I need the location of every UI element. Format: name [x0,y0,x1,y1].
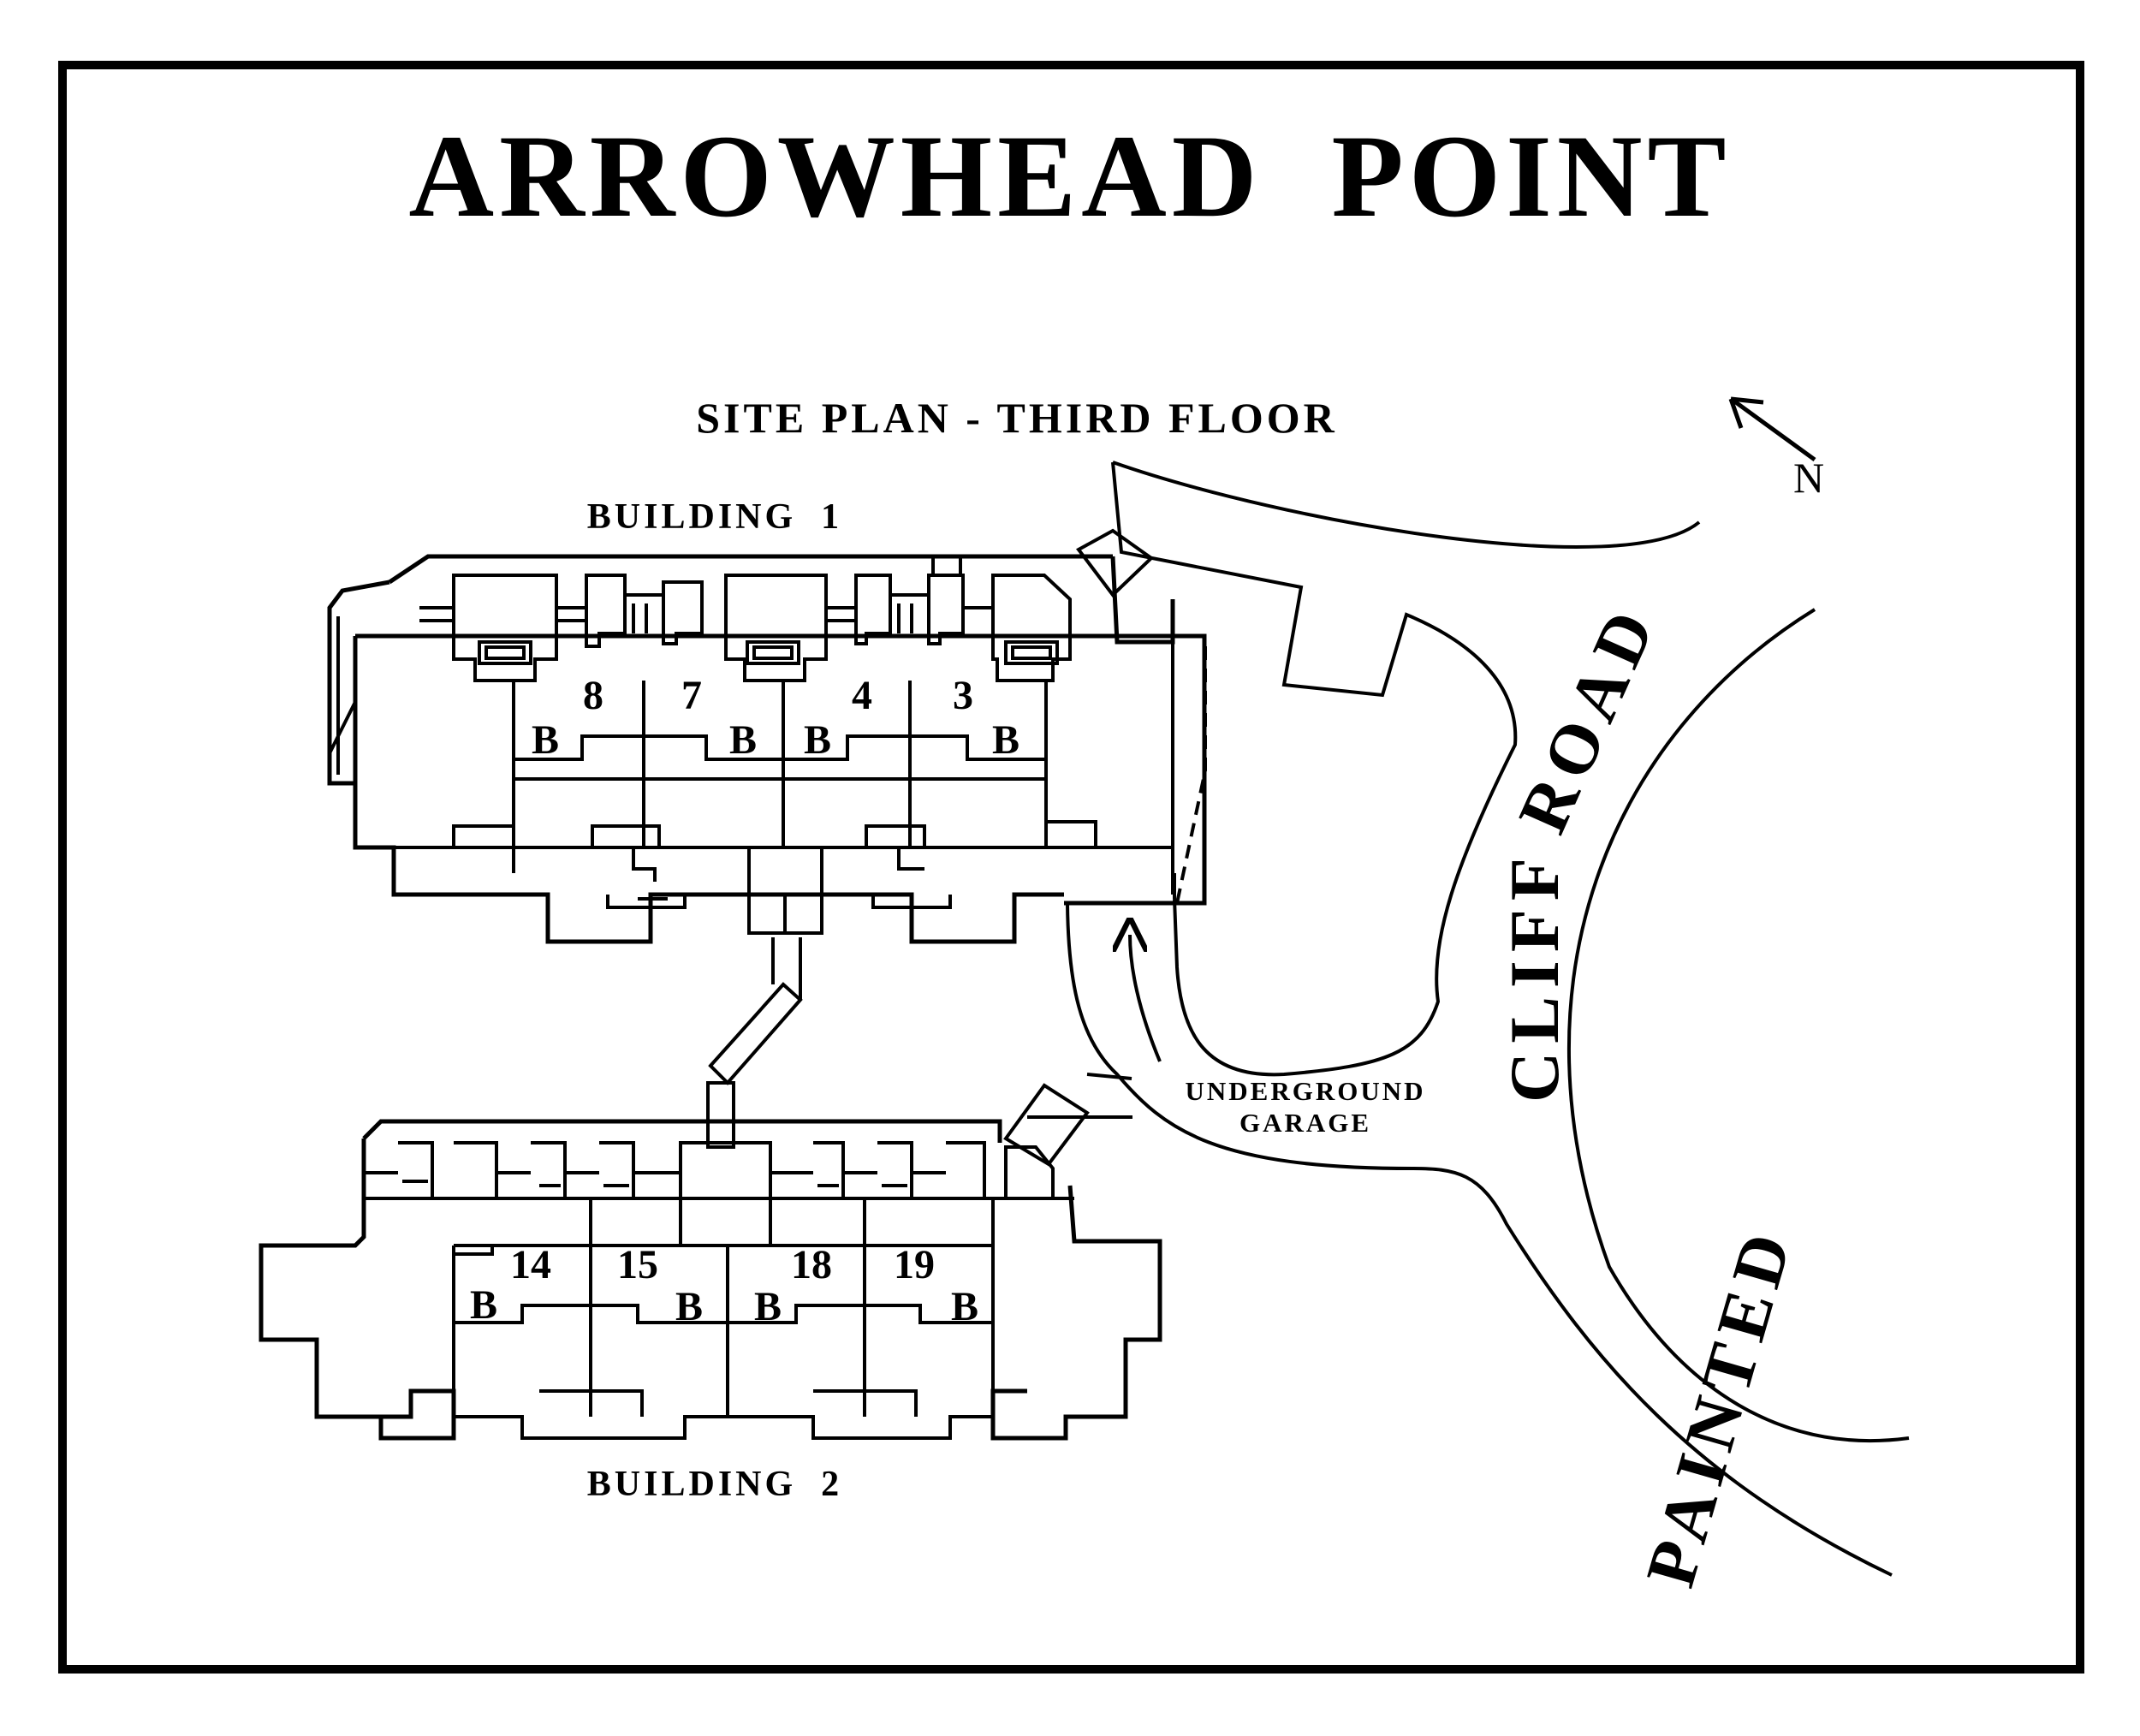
bedroom-mark: B [992,717,1019,763]
road-lines [1027,461,1910,1577]
road-label-cliff: CLIFF [1495,849,1573,1103]
unit-3: 3 [953,673,973,718]
unit-4: 4 [852,673,872,718]
road-label-road: ROAD [1503,592,1673,844]
unit-15: 15 [617,1242,658,1287]
road-label-painted: PAINTED [1631,1217,1808,1595]
unit-18: 18 [791,1242,832,1287]
building-1 [327,554,1207,944]
unit-8: 8 [583,673,603,718]
north-arrow: N [1728,396,1824,502]
building-1-label: BUILDING 1 [587,497,842,537]
bedroom-mark: B [804,717,831,763]
building-2 [259,1119,1162,1441]
plan-subtitle: SITE PLAN - THIRD FLOOR [696,394,1338,442]
bedroom-mark: B [729,717,757,763]
garage-entry-arrow [1130,935,1162,1062]
bedroom-mark: B [754,1284,782,1329]
unit-7: 7 [681,673,702,718]
bedroom-mark: B [532,717,559,763]
bedroom-mark: B [951,1284,978,1329]
page-title: ARROWHEAD POINT [408,110,1731,241]
bedroom-mark: B [675,1284,703,1329]
unit-14: 14 [510,1242,551,1287]
outer-frame [58,61,2084,1674]
garage-label-line2: GARAGE [1239,1108,1371,1138]
bedroom-mark: B [470,1282,497,1328]
dashed-boundary [1175,646,1207,904]
garage-label-line1: UNDERGROUND [1186,1076,1426,1106]
north-letter: N [1793,454,1824,502]
building-2-label: BUILDING 2 [587,1465,842,1504]
walkway [706,937,802,1147]
unit-19: 19 [894,1242,935,1287]
